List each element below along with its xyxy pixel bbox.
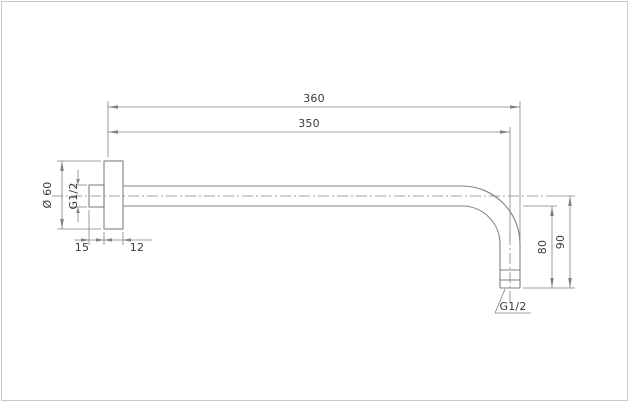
- dim-text-outlet-thread: G1/2: [499, 300, 526, 313]
- dim-text-drop-inner: 80: [536, 240, 549, 254]
- bend-inner-edge: [461, 205, 501, 245]
- arrow-12-left: [96, 238, 104, 242]
- arrow-15-right: [104, 238, 112, 242]
- arrow-12-right: [123, 238, 131, 242]
- bend-outer-edge: [461, 185, 521, 245]
- arrow-inlet-bottom: [76, 207, 80, 213]
- dim-text-overall-length: 360: [303, 92, 325, 105]
- dim-text-arm-length: 350: [298, 117, 320, 130]
- leader-outlet-thread: [494, 288, 506, 314]
- dim-text-flange-diameter: Ø 60: [41, 182, 54, 209]
- dim-text-flange-depth: 12: [130, 241, 144, 254]
- arrow-inlet-top: [76, 179, 80, 185]
- dim-text-drop-outer: 90: [554, 235, 567, 249]
- part-outline: [88, 160, 521, 289]
- small-arrowheads: [76, 179, 131, 242]
- dimension-lines: [57, 101, 575, 314]
- dim-text-inlet-thread: G1/2: [67, 182, 80, 209]
- dimension-texts: 360 350 Ø 60 G1/2 15 12 80 90 G1/2: [41, 92, 567, 313]
- dim-text-wall-offset: 15: [75, 241, 89, 254]
- centerlines: [52, 195, 543, 302]
- arrow-15-left: [81, 238, 89, 242]
- wall-flange: [103, 160, 124, 230]
